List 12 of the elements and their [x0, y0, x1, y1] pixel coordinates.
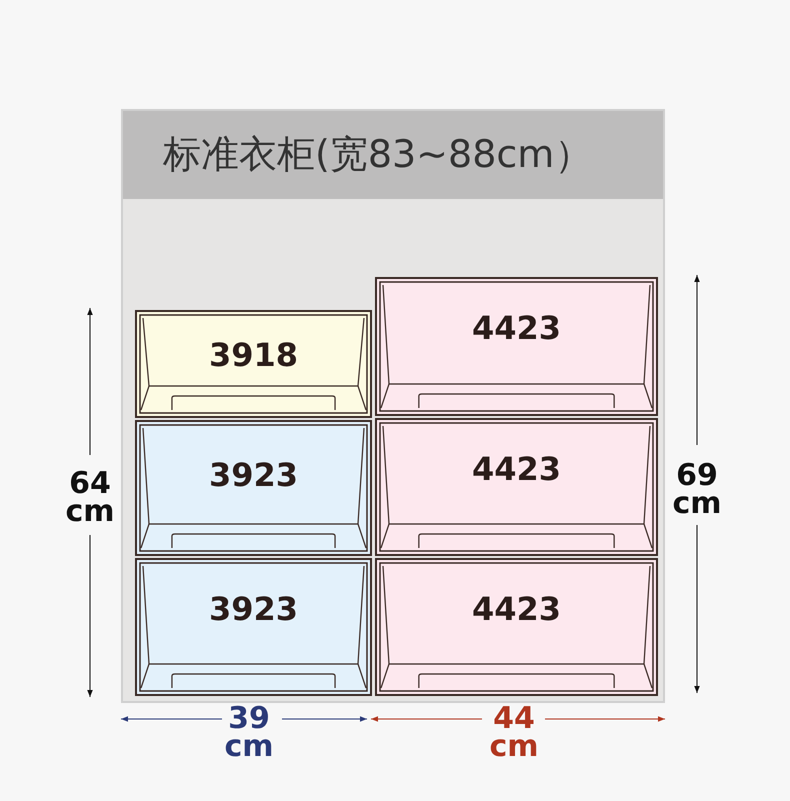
wardrobe-panel: [121, 109, 665, 703]
drawer-size: 4423: [470, 309, 562, 347]
dimension-label: 39 cm: [223, 705, 275, 761]
drawer-size: 3923: [208, 456, 300, 494]
dimension-label: 64 cm: [64, 470, 116, 526]
drawer-size: 4423: [470, 590, 562, 628]
drawer-size: 3918: [208, 336, 300, 374]
wardrobe-title: 标准衣柜(宽83~88cm）: [163, 131, 592, 177]
drawer-size: 3923: [208, 590, 300, 628]
drawer-size: 4423: [470, 450, 562, 488]
dimension-label: 69 cm: [671, 462, 723, 518]
dimension-label: 44 cm: [488, 705, 540, 761]
